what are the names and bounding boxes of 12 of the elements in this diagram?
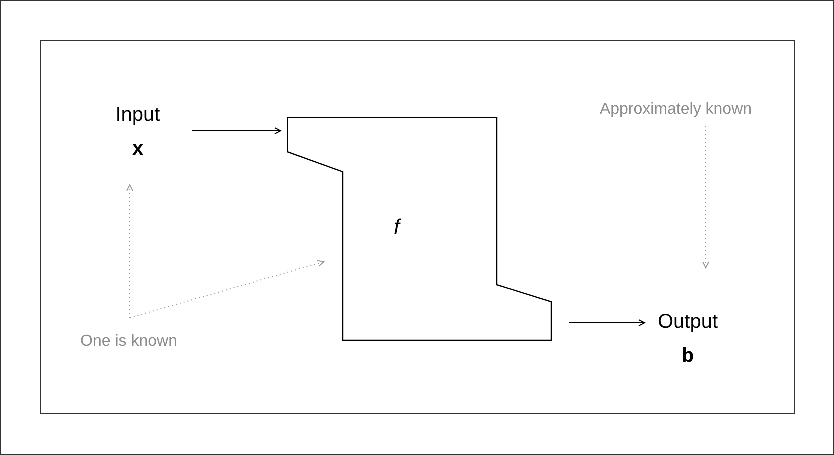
vector-symbol: b [682,344,694,369]
function-label: f [394,217,400,238]
arrow [126,184,134,318]
vector-symbol: x [132,137,144,162]
node-label: Input [116,103,160,128]
arrow [568,320,646,326]
node-label: Output [658,310,718,335]
arrow [192,128,282,134]
arrow [130,260,324,318]
annotation-text: Approximately known [600,100,752,120]
arrow [702,126,710,268]
annotation-text: One is known [80,332,178,352]
